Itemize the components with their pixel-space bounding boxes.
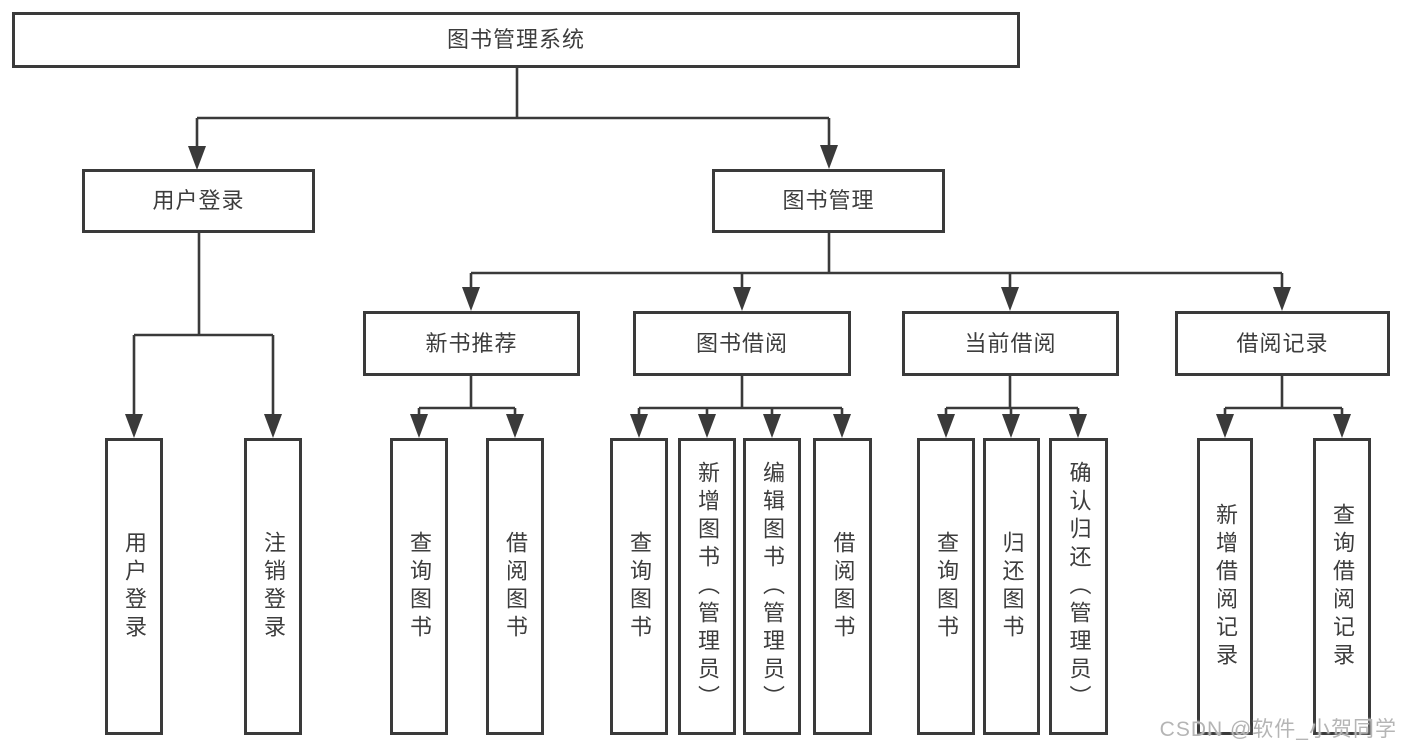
node-leaf-query-books-recommend: 查询图书 (390, 438, 448, 735)
node-leaf-logout-login: 注销登录 (244, 438, 302, 735)
leaf-label: 借阅图书 (503, 530, 528, 643)
node-leaf-query-books-borrow: 查询图书 (610, 438, 668, 735)
node-borrow-records: 借阅记录 (1175, 311, 1390, 376)
node-leaf-confirm-return-admin: 确认归还（管理员） (1049, 438, 1108, 735)
node-leaf-query-books-current: 查询图书 (917, 438, 975, 735)
node-leaf-query-borrow-record: 查询借阅记录 (1313, 438, 1371, 735)
leaf-label: 查询借阅记录 (1330, 502, 1355, 671)
leaf-label: 新增图书（管理员） (695, 460, 720, 713)
node-leaf-add-borrow-record: 新增借阅记录 (1197, 438, 1253, 735)
node-user-login: 用户登录 (82, 169, 315, 233)
leaf-label: 编辑图书（管理员） (760, 460, 785, 713)
leaf-label: 查询图书 (407, 530, 432, 643)
node-leaf-borrow-books: 借阅图书 (813, 438, 872, 735)
node-leaf-return-books: 归还图书 (983, 438, 1040, 735)
leaf-label: 注销登录 (261, 530, 286, 643)
node-leaf-user-login: 用户登录 (105, 438, 163, 735)
node-new-book-recommend: 新书推荐 (363, 311, 580, 376)
leaf-label: 用户登录 (122, 530, 147, 643)
leaf-label: 新增借阅记录 (1213, 502, 1238, 671)
node-leaf-borrow-books-recommend: 借阅图书 (486, 438, 544, 735)
node-book-management: 图书管理 (712, 169, 945, 233)
leaf-label: 查询图书 (627, 530, 652, 643)
leaf-label: 查询图书 (934, 530, 959, 643)
node-leaf-add-books-admin: 新增图书（管理员） (678, 438, 736, 735)
csdn-watermark: CSDN @软件_小贺同学 (1159, 718, 1397, 741)
node-leaf-edit-books-admin: 编辑图书（管理员） (743, 438, 801, 735)
leaf-label: 确认归还（管理员） (1066, 460, 1092, 713)
node-library-system-root: 图书管理系统 (12, 12, 1020, 68)
leaf-label: 借阅图书 (830, 530, 856, 643)
leaf-label: 归还图书 (999, 530, 1025, 643)
node-book-borrow: 图书借阅 (633, 311, 851, 376)
node-current-borrow: 当前借阅 (902, 311, 1119, 376)
